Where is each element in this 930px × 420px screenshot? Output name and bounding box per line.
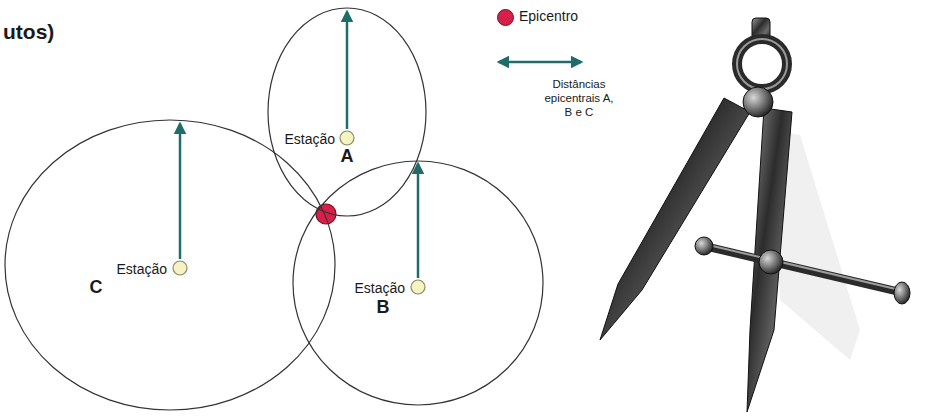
station-label: Estação [284,131,335,147]
distance-arrow [417,164,420,278]
station-letter: B [377,297,390,318]
circle-outline [3,118,337,412]
station-circle: EstaçãoA [266,6,428,218]
station-dot [173,261,187,275]
station-label: Estação [116,261,167,277]
distance-arrow [346,12,349,129]
legend-swatch [497,9,514,26]
station-letter: A [341,146,354,167]
legend-arrow [499,61,581,64]
station-circle: EstaçãoB [291,159,545,407]
legend-text: Epicentro [519,8,578,25]
station-letter: C [90,277,103,298]
distance-arrow [179,124,182,259]
circle-outline [266,6,428,218]
compass [600,18,910,412]
station-dot [411,280,425,294]
circle-outline [291,159,545,407]
heading-fragment: utos) [3,20,54,44]
stations [173,12,425,294]
legend-text: Distâncias epicentrais A, B e C [540,78,618,119]
station-label: Estação [354,280,405,296]
station-circle: EstaçãoC [3,118,337,412]
station-dot [340,131,354,145]
